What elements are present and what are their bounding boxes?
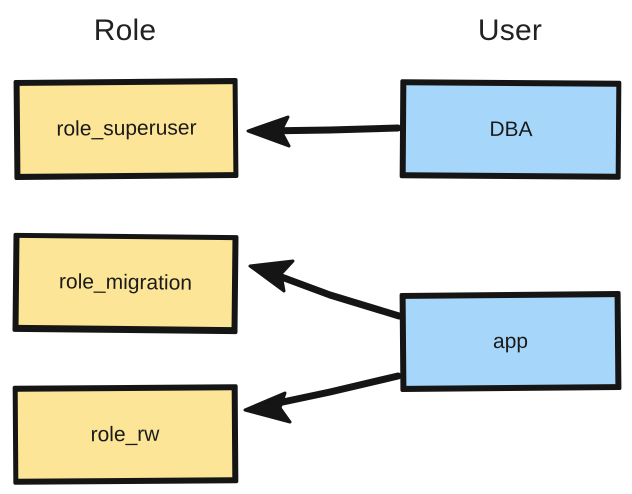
column-header-user: User: [477, 14, 543, 47]
node-user-dba[interactable]: DBA: [399, 79, 622, 180]
edge-app-to-role-migration: [248, 259, 403, 320]
node-user-dba-label: DBA: [489, 117, 533, 141]
node-role-migration[interactable]: role_migration: [12, 232, 239, 335]
node-role-superuser-label: role_superuser: [56, 116, 197, 141]
column-header-role: Role: [93, 14, 157, 47]
node-role-migration-label: role_migration: [58, 269, 193, 295]
node-role-rw[interactable]: role_rw: [12, 384, 239, 485]
node-user-app-label: app: [492, 329, 529, 353]
node-role-superuser[interactable]: role_superuser: [13, 78, 239, 180]
edge-dba-to-role-superuser: [246, 115, 402, 148]
node-user-app[interactable]: app: [399, 291, 622, 392]
edge-app-to-role-rw: [243, 372, 402, 424]
node-role-rw-label: role_rw: [90, 422, 160, 446]
